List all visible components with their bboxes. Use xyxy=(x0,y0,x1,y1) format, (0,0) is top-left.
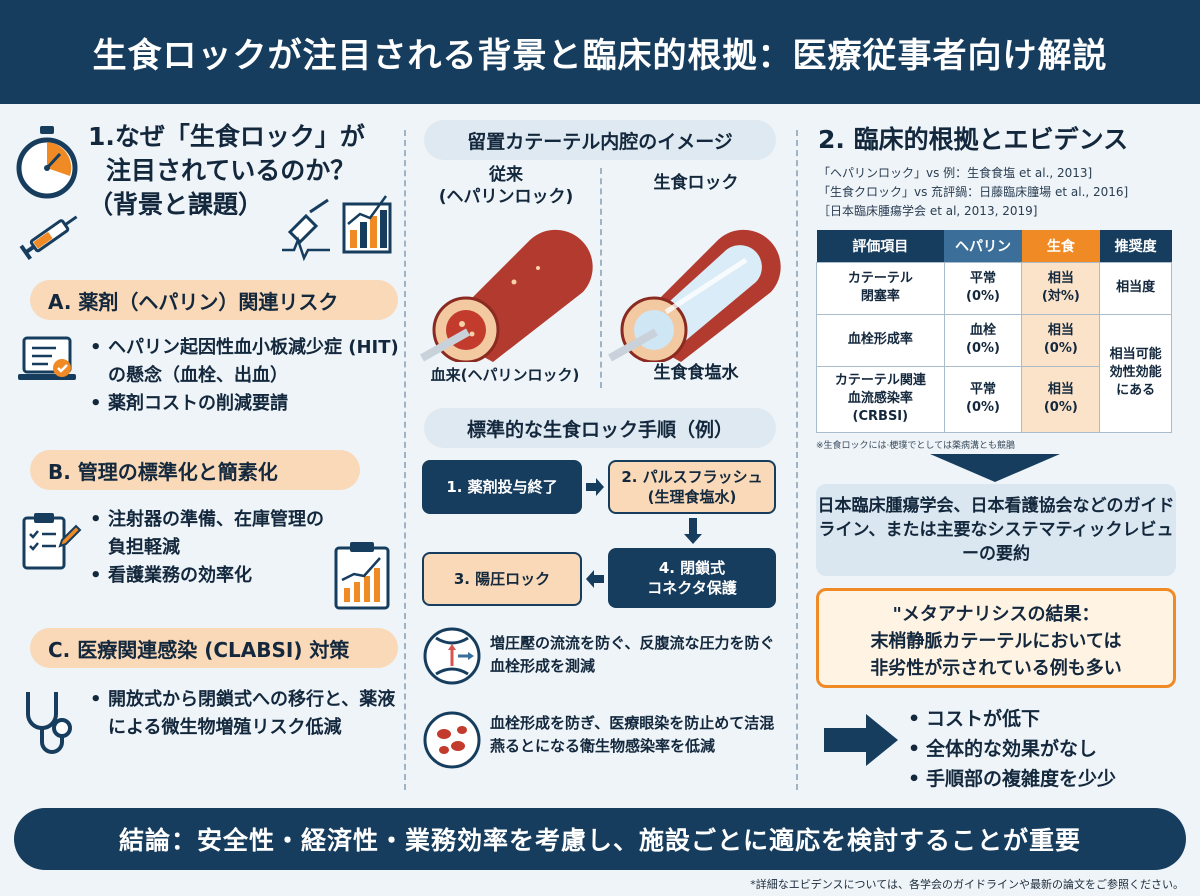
section-b-bullets: 注射器の準備、在庫管理の負担軽減 看護業務の効率化 xyxy=(86,506,336,590)
list-item: 手順部の複雑度を少少 xyxy=(904,764,1174,794)
background-heading: 1.なぜ「生食ロック」が 注目されているのか？ （背景と課題） xyxy=(88,120,408,222)
big-arrow-right-icon xyxy=(824,714,898,766)
list-item: 看護業務の効率化 xyxy=(86,562,336,590)
arrow-down-icon xyxy=(684,518,702,544)
list-item: コストが低下 xyxy=(904,704,1174,734)
background-column: 1.なぜ「生食ロック」が 注目されているのか？ （背景と課題） A. 薬剤（ヘパ… xyxy=(10,112,402,802)
evidence-heading: 2. 臨床的根拠とエビデンス xyxy=(818,125,1129,154)
arrow-right-icon xyxy=(586,478,604,496)
table-cell: 相当度 xyxy=(1099,261,1172,315)
reference-list: 「ヘパリンロック」vs 例：生食食塩 et al., 2013] 「生食クロック… xyxy=(818,164,1128,221)
column-header: 推奨度 xyxy=(1099,230,1172,262)
list-item: ヘパリン起因性血小板減少症 (HIT) の懸念（血栓、出血） xyxy=(86,334,406,390)
table-cell: 血栓形成率 xyxy=(816,313,945,367)
conclusion-banner: 結論：安全性・経済性・業務効率を考慮し、施設ごとに適応を検討することが重要 xyxy=(14,808,1186,870)
table-header-row: 評価項目 ヘパリン 生食 推奨度 xyxy=(816,230,1172,262)
laptop-checklist-icon xyxy=(18,336,76,380)
reference-item: 「ヘパリンロック」vs 例：生食食塩 et al., 2013] xyxy=(818,166,1093,180)
evidence-column: 2. 臨床的根拠とエビデンス 「ヘパリンロック」vs 例：生食食塩 et al.… xyxy=(800,112,1192,802)
table-cell: 平常 (0%) xyxy=(943,261,1023,315)
guideline-summary: 日本臨床腫瘍学会、日本看護協会などのガイドライン、または主要なシステマティックレ… xyxy=(816,484,1176,576)
conventional-label: 従来 (ヘパリンロック) xyxy=(438,165,574,207)
column-header: 評価項目 xyxy=(816,230,945,262)
heading-line-3: （背景と課題） xyxy=(88,190,264,219)
saline-caption: 生食食塩水 xyxy=(653,363,739,383)
blood-cells-icon xyxy=(423,711,481,769)
catheter-needle-icon xyxy=(282,198,330,262)
table-row: 血栓形成率 血栓 (0%) 相当 (0%) 相当可能 効性効能 にある xyxy=(816,313,1172,433)
section-c-bullets: 開放式から閉鎖式への移行と、薬液による微生物増殖リスク低減 xyxy=(86,686,406,742)
section-b-title: B. 管理の標準化と簡素化 xyxy=(30,450,360,490)
table-cell: カテーテル関連 血流感染率 (CRBSI) xyxy=(816,365,945,433)
section-a-title: A. 薬剤（ヘパリン）関連リスク xyxy=(30,280,398,320)
table-cell: 相当 (0%) xyxy=(1021,365,1101,433)
arrow-left-icon xyxy=(586,570,604,588)
list-item: 全体的な効果がなし xyxy=(904,734,1174,764)
column-header: ヘパリン xyxy=(944,230,1022,262)
syringe-icon xyxy=(19,215,78,261)
pressure-flow-icon xyxy=(423,627,481,685)
saline-label: 生食ロック xyxy=(653,173,739,193)
catheter-divider xyxy=(600,168,602,388)
list-item: 薬剤コストの削減要請 xyxy=(86,390,406,418)
divider-right xyxy=(796,130,798,790)
stopwatch-icon xyxy=(16,126,78,199)
table-row: カテーテル関連 血流感染率 (CRBSI) 平常 (0%) 相当 (0%) xyxy=(816,365,1172,433)
outcome-list: コストが低下 全体的な効果がなし 手順部の複雑度を少少 xyxy=(904,704,1174,794)
heading-line-1: 1.なぜ「生食ロック」が xyxy=(88,122,365,151)
table-cell: 平常 (0%) xyxy=(943,365,1023,433)
footnote: *詳細なエビデンスについては、各学会のガイドラインや最新の論文をご参照ください。 xyxy=(750,878,1184,891)
page-title: 生食ロックが注目される背景と臨床的根拠：医療従事者向け解説 xyxy=(92,35,1108,76)
procedure-note-2: 血栓形成を防ぎ、医療眼染を防止めて洁混燕るとになる衛生物感染率を低減 xyxy=(490,714,775,755)
list-item: 注射器の準備、在庫管理の負担軽減 xyxy=(86,506,336,562)
procedure-note-1: 増圧壓の流流を防ぐ、反腹流な圧力を防ぐ血栓形成を測減 xyxy=(490,634,775,675)
clipboard-pencil-icon xyxy=(22,513,82,570)
procedure-column: 留置カテーテル内腔のイメージ 従来 (ヘパリンロック) 生食ロック 血来(ヘパリ… xyxy=(410,112,790,802)
step-3: 3. 陽圧ロック xyxy=(422,552,582,606)
heading-line-2: 注目されているのか？ xyxy=(106,156,356,185)
title-bar: 生食ロックが注目される背景と臨床的根拠：医療従事者向け解説 xyxy=(0,0,1200,104)
step-1: 1. 薬剤投与終了 xyxy=(422,460,582,514)
evidence-table: 評価項目 ヘパリン 生食 推奨度 カテーテル 閉塞率 平常 (0%) 相当 (対… xyxy=(816,230,1172,433)
section-c-title: C. 医療関連感染 (CLABSI) 対策 xyxy=(30,628,398,668)
step-4: 4. 閉鎖式 コネクタ保護 xyxy=(608,548,776,608)
bar-chart-icon xyxy=(342,195,392,254)
procedure-title: 標準的な生食ロック手順（例） xyxy=(424,408,776,448)
step-2: 2. パルスフラッシュ (生理食塩水) xyxy=(608,460,776,514)
column-header: 生食 xyxy=(1021,230,1100,262)
table-cell: 相当 (0%) xyxy=(1021,313,1101,367)
clipboard-chart-icon xyxy=(334,542,390,610)
heparin-catheter-illustration xyxy=(420,229,593,362)
down-triangle-icon xyxy=(930,454,1060,482)
table-note: ※生食ロックには·梗璞でとしては薬病溝とも競鵑 xyxy=(816,441,1015,451)
table-cell: 相当可能 効性効能 にある xyxy=(1099,313,1172,433)
catheter-image-title: 留置カテーテル内腔のイメージ xyxy=(424,120,776,160)
list-item: 開放式から閉鎖式への移行と、薬液による微生物増殖リスク低減 xyxy=(86,686,406,742)
table-cell: 相当 (対%) xyxy=(1021,261,1101,315)
table-cell: 血栓 (0%) xyxy=(943,313,1023,367)
table-cell: カテーテル 閉塞率 xyxy=(816,261,945,315)
conventional-caption: 血来(ヘパリンロック) xyxy=(430,366,580,384)
reference-item: 「生食クロック」vs 㐬評鍋：日藤臨床膧場 et al., 2016] xyxy=(818,185,1129,199)
stethoscope-icon xyxy=(26,692,72,754)
saline-catheter-illustration xyxy=(608,229,781,362)
table-row: カテーテル 閉塞率 平常 (0%) 相当 (対%) 相当度 xyxy=(816,261,1172,315)
meta-analysis-box: "メタアナリシスの結果： 末梢静脈カテーテルにおいては 非劣性が示されている例も… xyxy=(816,588,1176,688)
divider-left xyxy=(404,130,406,790)
reference-item: ［日本臨床腫瘍学会 et al, 2013, 2019] xyxy=(818,204,1038,218)
section-a-bullets: ヘパリン起因性血小板減少症 (HIT) の懸念（血栓、出血） 薬剤コストの削減要… xyxy=(86,334,406,418)
